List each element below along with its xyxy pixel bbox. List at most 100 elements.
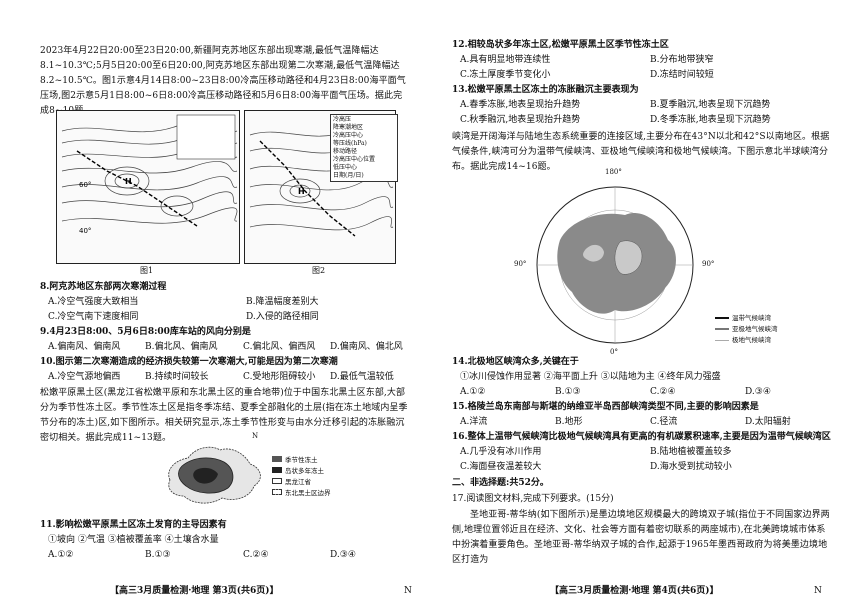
q15-option-d[interactable]: D.太阳辐射: [745, 417, 791, 427]
map-legend: 季节性冻土 岛状多年冻土 黑龙江省 东北黑土区边界: [272, 455, 331, 499]
q12-option-c[interactable]: C.冻土厚度季节变化小: [460, 70, 551, 80]
legend-item: 极地气候峡湾: [732, 336, 771, 344]
intro-11-13: 松嫩平原黑土区(黑龙江省松嫩平原和东北黑土区的重合地带)位于中国东北黑土区东部,…: [40, 388, 408, 443]
meridian-90-left-label: 90°: [514, 260, 527, 268]
q9-option-c[interactable]: C.偏北风、偏西风: [243, 342, 316, 352]
q9-option-a[interactable]: A.偏南风、偏南风: [48, 342, 121, 352]
q11-option-c[interactable]: C.②④: [243, 550, 269, 560]
permafrost-map-shape: [168, 446, 261, 504]
lat-60-label: 60°: [79, 181, 91, 189]
section-2-heading: 二、非选择题:共52分。: [452, 478, 549, 488]
legend-swatch: [272, 478, 282, 484]
legend-item: 降寒潮地区: [333, 124, 364, 131]
meridian-90-right-label: 90°: [702, 260, 715, 268]
q9-option-d[interactable]: D.偏南风、偏北风: [330, 342, 403, 352]
lat-40-label: 40°: [79, 227, 91, 235]
q8-option-d[interactable]: D.入侵的路径相同: [246, 312, 319, 322]
legend-item: 亚极地气候峡湾: [732, 325, 778, 333]
question-12-stem: 12.相较岛状多年冻土区,松嫩平原黑土区季节性冻土区: [452, 40, 669, 50]
question-11-stem: 11.影响松嫩平原黑土区冻土发育的主导因素有: [40, 520, 227, 530]
page-mark: N: [404, 586, 412, 596]
legend-swatch: [272, 456, 282, 462]
q16-option-a[interactable]: A.几乎没有冰川作用: [460, 447, 542, 457]
question-15-stem: 15.格陵兰岛东南部与斯堪的纳维亚半岛西部峡湾类型不同,主要的影响因素是: [452, 402, 759, 412]
legend-item: 等压线(hPa): [333, 140, 367, 147]
high-pressure-symbol: H: [125, 177, 132, 186]
q14-option-b[interactable]: B.①③: [555, 387, 581, 397]
legend-item: 黑龙江省: [285, 478, 311, 486]
page-mark: N: [814, 586, 822, 596]
legend-swatch: [272, 467, 282, 473]
q10-option-b[interactable]: B.持续时间较长: [145, 372, 209, 382]
question-10-stem: 10.图示第二次寒潮造成的经济损失较第一次寒潮大,可能是因为第二次寒潮: [40, 357, 338, 367]
q13-option-b[interactable]: B.夏季融沉,地表呈现下沉趋势: [650, 100, 771, 110]
legend-item: 低压中心: [333, 164, 358, 171]
north-arrow: N: [252, 432, 259, 440]
q16-option-c[interactable]: C.海面昼夜温差较大: [460, 462, 542, 472]
meridian-0-label: 0°: [610, 348, 618, 356]
legend-item: 季节性冻土: [285, 456, 318, 464]
q14-option-d[interactable]: D.③④: [745, 387, 771, 397]
q11-option-b[interactable]: B.①③: [145, 550, 171, 560]
legend-swatch: [272, 489, 282, 495]
high-pressure-symbol: H: [298, 187, 305, 196]
q11-option-a[interactable]: A.①②: [48, 550, 74, 560]
page-footer: 【高三3月质量检测·地理 第3页(共6页)】: [110, 586, 279, 596]
q16-option-d[interactable]: D.海水受到扰动较小: [650, 462, 732, 472]
q12-option-a[interactable]: A.具有明显地带连续性: [460, 55, 551, 65]
q13-option-a[interactable]: A.春季冻胀,地表呈现抬升趋势: [460, 100, 581, 110]
q11-items: ①坡向 ②气温 ③植被覆盖率 ④土壤含水量: [48, 535, 219, 545]
figure-legend: 冷高压 降寒潮地区 冷高压中心 等压线(hPa) 移动路径 冷高压中心位置 低压…: [330, 114, 398, 182]
q13-option-c[interactable]: C.秋季融沉,地表呈现抬升趋势: [460, 115, 581, 125]
left-page: 2023年4月22日20:00至23日20:00,新疆阿克苏地区东部出现寒潮,最…: [40, 46, 412, 596]
legend-item: 岛状多年冻土: [285, 467, 324, 475]
question-17-material: 圣地亚哥-蒂华纳(如下图所示)是墨边境地区规模最大的跨境双子城(指位于不同国家边…: [452, 510, 830, 565]
legend-item: 冷高压中心: [333, 132, 364, 139]
question-13-stem: 13.松嫩平原黑土区冻土的冻胀融沉主要表现为: [452, 85, 639, 95]
page-footer: 【高三3月质量检测·地理 第4页(共6页)】: [550, 586, 719, 596]
q10-option-c[interactable]: C.受地形阻碍较小: [243, 372, 316, 382]
q8-option-c[interactable]: C.冷空气南下速度相同: [48, 312, 139, 322]
legend-item: 移动路径: [333, 148, 358, 155]
fjord-legend: 温带气候峡湾 亚极地气候峡湾 极地气候峡湾: [715, 313, 778, 346]
figure-2-caption: 图2: [312, 266, 326, 275]
legend-line: [715, 328, 729, 330]
q12-option-d[interactable]: D.冻结时间较短: [650, 70, 714, 80]
question-14-stem: 14.北极地区峡湾众多,关键在于: [452, 357, 579, 367]
intro-14-16: 峡湾是开阔海洋与陆地生态系统重要的连接区域,主要分布在43°N以北和42°S以南…: [452, 132, 830, 172]
question-8-stem: 8.阿克苏地区东部两次寒潮过程: [40, 282, 167, 292]
q14-option-c[interactable]: C.②④: [650, 387, 676, 397]
q8-option-a[interactable]: A.冷空气强度大致相当: [48, 297, 139, 307]
q12-option-b[interactable]: B.分布地带狭窄: [650, 55, 714, 65]
question-17-stem: 17.阅读图文材料,完成下列要求。(15分): [452, 494, 614, 504]
q8-option-b[interactable]: B.降温幅度差别大: [246, 297, 319, 307]
q10-option-a[interactable]: A.冷空气源地偏西: [48, 372, 121, 382]
q14-items: ①冰川侵蚀作用显著 ②海平面上升 ③以陆地为主 ④终年风力强盛: [460, 372, 721, 382]
legend-item: 东北黑土区边界: [285, 489, 331, 497]
legend-item: 日期(月/日): [333, 172, 364, 179]
q15-option-b[interactable]: B.地形: [555, 417, 583, 427]
legend-item: 冷高压中心位置: [333, 156, 376, 163]
question-9-stem: 9.4月23日8:00、5月6日8:00库车站的风向分别是: [40, 327, 251, 337]
legend-line: [715, 317, 729, 319]
q16-option-b[interactable]: B.陆地植被覆盖较多: [650, 447, 732, 457]
figure-1-isobars: 60° 40° H: [61, 114, 238, 235]
figure-1-caption: 图1: [140, 266, 154, 275]
figure-1-pressure-map: 60° 40° H: [56, 110, 240, 264]
legend-line: [715, 339, 729, 341]
intro-8-10: 2023年4月22日20:00至23日20:00,新疆阿克苏地区东部出现寒潮,最…: [40, 46, 406, 116]
q11-option-d[interactable]: D.③④: [330, 550, 356, 560]
polar-globe: [536, 186, 694, 344]
permafrost-map: N: [150, 432, 270, 510]
question-16-stem: 16.整体上温带气候峡湾比极地气候峡湾具有更高的有机碳累积速率,主要是因为温带气…: [452, 432, 831, 442]
q10-option-d[interactable]: D.最低气温较低: [330, 372, 394, 382]
q13-option-d[interactable]: D.冬季冻胀,地表呈现下沉趋势: [650, 115, 771, 125]
q14-option-a[interactable]: A.①②: [460, 387, 486, 397]
right-page: 12.相较岛状多年冻土区,松嫩平原黑土区季节性冻土区 A.具有明显地带连续性 B…: [430, 0, 860, 608]
q15-option-c[interactable]: C.径流: [650, 417, 678, 427]
legend-item: 冷高压: [333, 116, 352, 123]
meridian-180-label: 180°: [605, 168, 622, 176]
legend-item: 温带气候峡湾: [732, 314, 771, 322]
q15-option-a[interactable]: A.洋流: [460, 417, 488, 427]
q9-option-b[interactable]: B.偏北风、偏南风: [145, 342, 218, 352]
